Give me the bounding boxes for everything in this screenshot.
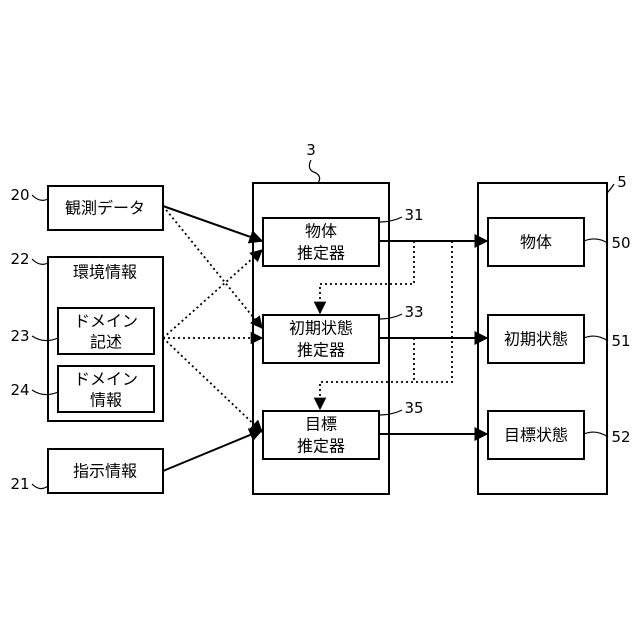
ref-23: 23 — [10, 327, 29, 345]
ref-3: 3 — [306, 141, 316, 159]
initial-state-estimator-label-1: 初期状態 — [289, 319, 353, 338]
ref-51: 51 — [611, 332, 630, 350]
leader-20 — [32, 195, 48, 200]
initial-state-estimator-label-2: 推定器 — [297, 341, 345, 360]
ref-20: 20 — [10, 186, 29, 204]
object-output-label: 物体 — [520, 233, 552, 252]
arrow-observation-to-object-estimator — [163, 206, 262, 241]
leader-5 — [607, 184, 614, 193]
goal-estimator-label-1: 目標 — [305, 415, 337, 434]
domain-info-label-1: ドメイン — [74, 370, 138, 389]
domain-description-label-2: 記述 — [90, 333, 122, 352]
instruction-info-label: 指示情報 — [73, 462, 137, 481]
object-estimator-label-1: 物体 — [305, 222, 337, 241]
ref-5: 5 — [617, 173, 627, 191]
domain-info-label-2: 情報 — [90, 391, 122, 410]
goal-estimator-label-2: 推定器 — [297, 437, 345, 456]
leader-22 — [32, 259, 48, 264]
object-estimator-label-2: 推定器 — [297, 244, 345, 263]
ref-31: 31 — [404, 206, 423, 224]
environment-info-label: 環境情報 — [73, 263, 137, 282]
goal-state-output-label: 目標状態 — [504, 426, 568, 445]
ref-52: 52 — [611, 428, 630, 446]
leader-3 — [309, 160, 319, 183]
ref-21: 21 — [10, 475, 29, 493]
ref-35: 35 — [404, 399, 423, 417]
observation-data-label: 観測データ — [65, 199, 145, 218]
initial-state-output-label: 初期状態 — [504, 330, 568, 349]
dotted-arrow-domain-to-goal-estimator — [163, 338, 262, 432]
dotted-arrow-domain-to-object-estimator — [163, 250, 262, 338]
arrow-instruction-to-goal-estimator — [163, 430, 262, 471]
domain-description-label-1: ドメイン — [74, 312, 138, 331]
ref-50: 50 — [611, 234, 630, 252]
ref-33: 33 — [404, 303, 423, 321]
ref-24: 24 — [10, 381, 29, 399]
leader-21 — [32, 484, 48, 489]
ref-22: 22 — [10, 250, 29, 268]
